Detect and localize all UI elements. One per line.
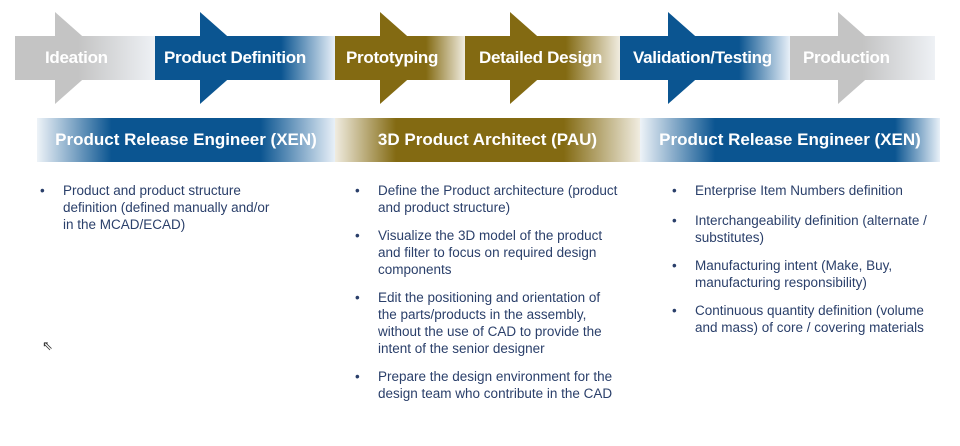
stage-label: Product Definition bbox=[155, 36, 335, 80]
stage-label: Detailed Design bbox=[465, 36, 620, 80]
stage-label: Validation/Testing bbox=[620, 36, 790, 80]
stage-product-definition: Product Definition bbox=[155, 12, 335, 104]
list-item: Prepare the design environment for the d… bbox=[355, 368, 620, 402]
role-band-xen-2: Product Release Engineer (XEN) bbox=[640, 118, 940, 162]
mouse-pointer-icon: ⇖ bbox=[42, 338, 53, 353]
stage-prototyping: Prototyping bbox=[335, 12, 465, 104]
pau-task-list: Define the Product architecture (product… bbox=[355, 182, 620, 413]
list-item: Define the Product architecture (product… bbox=[355, 182, 620, 216]
stage-label: Ideation bbox=[15, 36, 155, 80]
stage-label: Production bbox=[790, 36, 935, 80]
stage-label: Prototyping bbox=[335, 36, 465, 80]
list-item: Continuous quantity definition (volume a… bbox=[672, 302, 937, 336]
role-band-pau: 3D Product Architect (PAU) bbox=[335, 118, 640, 162]
stage-validation-testing: Validation/Testing bbox=[620, 12, 790, 104]
xen-2-task-list: Enterprise Item Numbers definition Inter… bbox=[672, 182, 937, 347]
list-item: Enterprise Item Numbers definition bbox=[672, 182, 937, 199]
xen-1-task-list: Product and product structure definition… bbox=[40, 182, 270, 244]
stage-production: Production bbox=[790, 12, 935, 104]
stage-ideation: Ideation bbox=[15, 12, 155, 104]
list-item: Visualize the 3D model of the product an… bbox=[355, 227, 620, 278]
stage-detailed-design: Detailed Design bbox=[465, 12, 620, 104]
list-item: Edit the positioning and orientation of … bbox=[355, 289, 620, 357]
list-item: Interchangeability definition (alternate… bbox=[672, 212, 937, 246]
role-band-xen-1: Product Release Engineer (XEN) bbox=[37, 118, 335, 162]
list-item: Product and product structure definition… bbox=[40, 182, 270, 233]
list-item: Manufacturing intent (Make, Buy, manufac… bbox=[672, 257, 937, 291]
